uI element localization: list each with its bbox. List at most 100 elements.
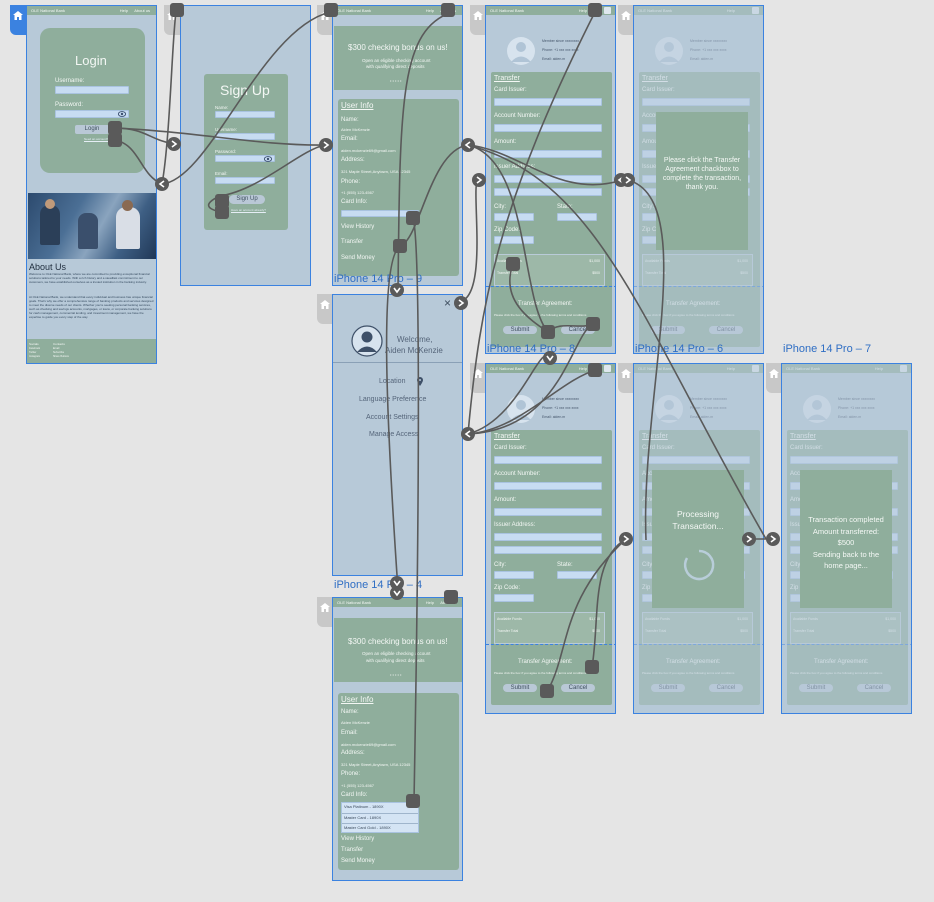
frame-title-7[interactable]: iPhone 14 Pro – 7 bbox=[783, 343, 872, 355]
state-select[interactable] bbox=[557, 213, 597, 221]
view-history-link[interactable]: View History bbox=[341, 836, 375, 842]
footer-contacts-1[interactable]: Email bbox=[53, 347, 60, 350]
frame-title-8[interactable]: iPhone 14 Pro – 8 bbox=[487, 343, 576, 355]
connector-chevron-down-icon[interactable] bbox=[390, 283, 404, 297]
need-account-link[interactable]: Need an account? bbox=[84, 137, 109, 141]
promo-banner[interactable]: $300 checking bonus on us! Open an eligi… bbox=[334, 26, 462, 90]
issuer-address-field[interactable] bbox=[494, 533, 602, 541]
signup-button[interactable]: Sign Up bbox=[229, 195, 265, 204]
submit-button[interactable]: Submit bbox=[503, 684, 537, 692]
user-info-title[interactable]: User Info bbox=[341, 101, 374, 110]
card-option-3[interactable]: Master Card Gold - 1890X bbox=[344, 825, 391, 830]
send-money-link[interactable]: Send Money bbox=[341, 255, 375, 261]
carousel-dots[interactable]: • • • • • bbox=[390, 672, 402, 677]
home-flag-dashboard-2[interactable] bbox=[317, 597, 333, 627]
nav-help[interactable]: Help bbox=[578, 366, 587, 371]
account-number-field[interactable] bbox=[494, 124, 602, 132]
connector-handle[interactable] bbox=[170, 3, 184, 17]
issuer-address-field[interactable] bbox=[494, 175, 602, 183]
connector-handle[interactable] bbox=[215, 205, 229, 219]
home-flag-transfer-1[interactable] bbox=[618, 5, 634, 35]
connector-handle[interactable] bbox=[393, 239, 407, 253]
amount-field[interactable] bbox=[494, 150, 602, 158]
connector-handle[interactable] bbox=[506, 257, 520, 271]
home-flag-login[interactable] bbox=[10, 5, 26, 35]
connector-handle[interactable] bbox=[406, 794, 420, 808]
submit-button[interactable]: Submit bbox=[503, 326, 537, 334]
card-issuer-field[interactable] bbox=[494, 456, 602, 464]
menu-account-settings[interactable]: Account Settings bbox=[366, 414, 419, 421]
frame-title-4[interactable]: iPhone 14 Pro – 4 bbox=[334, 579, 423, 591]
password-field[interactable] bbox=[55, 110, 129, 118]
connector-handle[interactable] bbox=[444, 590, 458, 604]
connector-chevron-left-icon[interactable] bbox=[155, 177, 169, 191]
connector-handle[interactable] bbox=[215, 194, 229, 208]
city-select[interactable] bbox=[494, 571, 534, 579]
city-select[interactable] bbox=[494, 213, 534, 221]
user-info-title[interactable]: User Info bbox=[341, 695, 374, 704]
connector-chevron-down-icon[interactable] bbox=[543, 351, 557, 365]
username-field[interactable] bbox=[215, 133, 275, 140]
menu-icon[interactable] bbox=[604, 7, 611, 14]
send-money-link[interactable]: Send Money bbox=[341, 858, 375, 864]
close-icon[interactable]: × bbox=[444, 296, 452, 310]
connector-chevron-right-icon[interactable] bbox=[167, 137, 181, 151]
password-field[interactable] bbox=[215, 155, 275, 162]
connector-chevron-left-icon[interactable] bbox=[461, 427, 475, 441]
card-issuer-field[interactable] bbox=[494, 98, 602, 106]
home-flag-transfer-3[interactable] bbox=[618, 363, 634, 393]
home-flag-menu[interactable] bbox=[317, 294, 333, 324]
account-number-field[interactable] bbox=[494, 482, 602, 490]
menu-location[interactable]: Location bbox=[379, 378, 406, 385]
footer-socials-3[interactable]: Instagram bbox=[29, 355, 41, 358]
amount-field[interactable] bbox=[494, 508, 602, 516]
connector-handle[interactable] bbox=[586, 317, 600, 331]
issuer-address-field-2[interactable] bbox=[494, 188, 602, 196]
name-field[interactable] bbox=[215, 111, 275, 118]
nav-help[interactable]: Help bbox=[425, 8, 434, 13]
connector-chevron-right-icon[interactable] bbox=[766, 532, 780, 546]
connector-handle[interactable] bbox=[108, 133, 122, 147]
issuer-address-field-2[interactable] bbox=[494, 546, 602, 554]
connector-chevron-right-icon[interactable] bbox=[621, 173, 635, 187]
menu-language[interactable]: Language Preference bbox=[359, 396, 427, 403]
cancel-button[interactable]: Cancel bbox=[561, 684, 595, 692]
frame-title-6[interactable]: iPhone 14 Pro – 6 bbox=[635, 343, 724, 355]
connector-handle[interactable] bbox=[588, 363, 602, 377]
nav-help[interactable]: Help bbox=[578, 8, 587, 13]
home-flag-transfer-4[interactable] bbox=[766, 363, 782, 393]
card-option-2[interactable]: Master Card - 1890X bbox=[344, 815, 382, 820]
connector-handle[interactable] bbox=[324, 3, 338, 17]
username-field[interactable] bbox=[55, 86, 129, 94]
footer-contacts-3[interactable]: Share Buttons bbox=[53, 355, 69, 358]
agreement-checkbox-text[interactable]: Please click the box if you agree to the… bbox=[494, 313, 587, 317]
connector-chevron-right-icon[interactable] bbox=[472, 173, 486, 187]
nav-about[interactable]: About us bbox=[134, 8, 150, 13]
eye-icon[interactable] bbox=[118, 111, 126, 117]
have-account-link[interactable]: Have an account already? bbox=[231, 208, 266, 212]
connector-chevron-left-icon[interactable] bbox=[461, 138, 475, 152]
email-field[interactable] bbox=[215, 177, 275, 184]
connector-chevron-right-icon[interactable] bbox=[319, 138, 333, 152]
connector-handle[interactable] bbox=[588, 3, 602, 17]
zip-field[interactable] bbox=[494, 236, 534, 244]
nav-help[interactable]: Help bbox=[119, 8, 128, 13]
zip-field[interactable] bbox=[494, 594, 534, 602]
footer-socials-1[interactable]: Facebook bbox=[29, 347, 40, 350]
menu-icon[interactable] bbox=[604, 365, 611, 372]
connector-chevron-right-icon[interactable] bbox=[742, 532, 756, 546]
menu-manage-access[interactable]: Manage Access bbox=[369, 431, 419, 438]
connector-chevron-down-icon[interactable] bbox=[390, 586, 404, 600]
eye-icon[interactable] bbox=[264, 156, 272, 162]
login-button[interactable]: Login bbox=[75, 125, 109, 134]
view-history-link[interactable]: View History bbox=[341, 224, 375, 230]
connector-chevron-right-icon[interactable] bbox=[454, 296, 468, 310]
card-dropdown[interactable]: Visa Platinum - 1890X Master Card - 1890… bbox=[341, 802, 419, 833]
card-option-1[interactable]: Visa Platinum - 1890X bbox=[344, 804, 384, 809]
home-flag-transfer-0[interactable] bbox=[470, 5, 486, 35]
connector-handle[interactable] bbox=[108, 121, 122, 135]
connector-handle[interactable] bbox=[540, 684, 554, 698]
home-flag-transfer-2[interactable] bbox=[470, 363, 486, 393]
transfer-link[interactable]: Transfer bbox=[341, 239, 364, 245]
